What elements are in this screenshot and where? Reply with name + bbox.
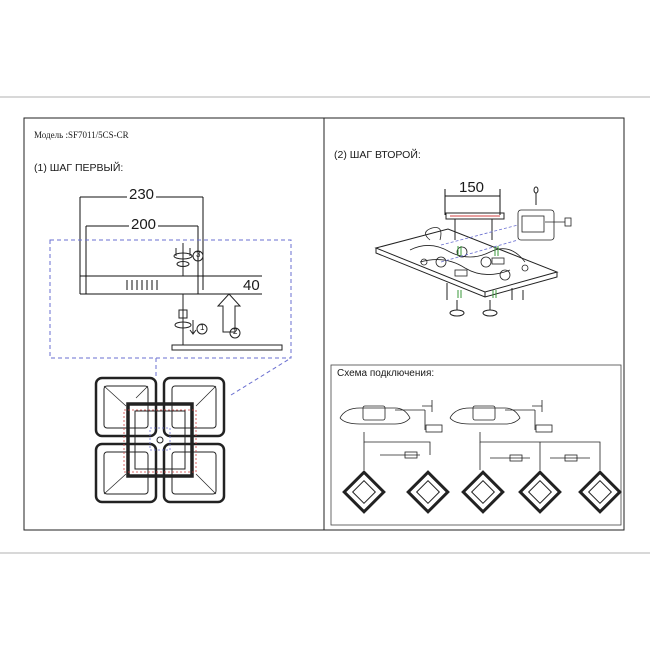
dimension-230-label: 230 [127, 186, 157, 203]
dimension-200-label: 200 [129, 216, 159, 233]
callout-2: 2 [233, 327, 238, 336]
model-label: Модель :SF7011/5CS-CR [34, 130, 129, 140]
step-one-title: (1) ШАГ ПЕРВЫЙ: [34, 162, 124, 174]
callout-3: 3 [196, 250, 201, 259]
dimension-40-label: 40 [243, 277, 260, 294]
dimension-150-label: 150 [459, 179, 485, 196]
wiring-title: Схема подключения: [337, 368, 435, 379]
callout-1: 1 [200, 323, 205, 332]
step-two-title: (2) ШАГ ВТОРОЙ: [334, 149, 421, 161]
